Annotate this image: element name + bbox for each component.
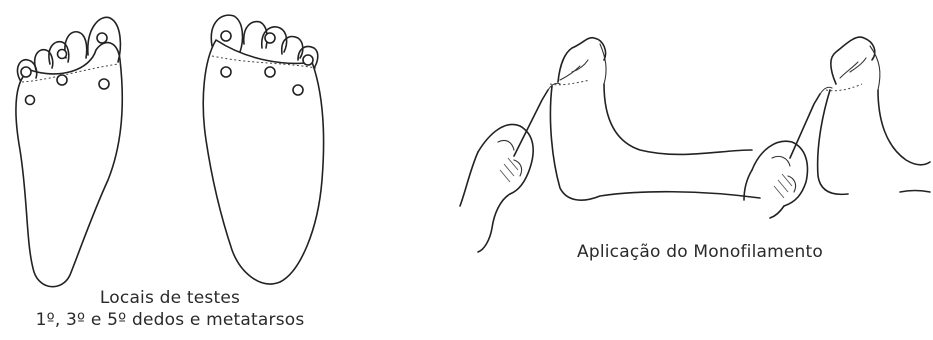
test-site-marker-icon [57, 75, 67, 85]
test-site-marker-icon [293, 85, 303, 95]
test-site-marker-icon [97, 33, 107, 43]
monofilament-application-sketch-2 [744, 37, 930, 218]
test-site-marker-icon [303, 55, 313, 65]
test-site-marker-icon [221, 67, 231, 77]
test-sites-caption-line1: Locais de testes [0, 287, 340, 309]
right-foot-sole-icon [203, 15, 323, 284]
test-site-marker-icon [99, 79, 109, 89]
test-site-marker-icon [265, 33, 275, 43]
application-caption: Aplicação do Monofilamento [520, 241, 880, 263]
test-sites-caption-line2: 1º, 3º e 5º dedos e metatarsos [0, 309, 340, 331]
left-foot-sole-icon [16, 17, 122, 286]
test-sites-caption: Locais de testes 1º, 3º e 5º dedos e met… [0, 287, 340, 331]
test-site-marker-icon [26, 96, 35, 105]
test-site-marker-icon [265, 67, 275, 77]
test-site-marker-icon [58, 50, 67, 59]
test-site-marker-icon [21, 67, 31, 77]
test-site-marker-icon [221, 31, 231, 41]
hand-with-monofilament-icon [460, 124, 533, 252]
hand-with-monofilament-icon [744, 141, 807, 218]
monofilament-application-sketch-1 [460, 38, 760, 252]
